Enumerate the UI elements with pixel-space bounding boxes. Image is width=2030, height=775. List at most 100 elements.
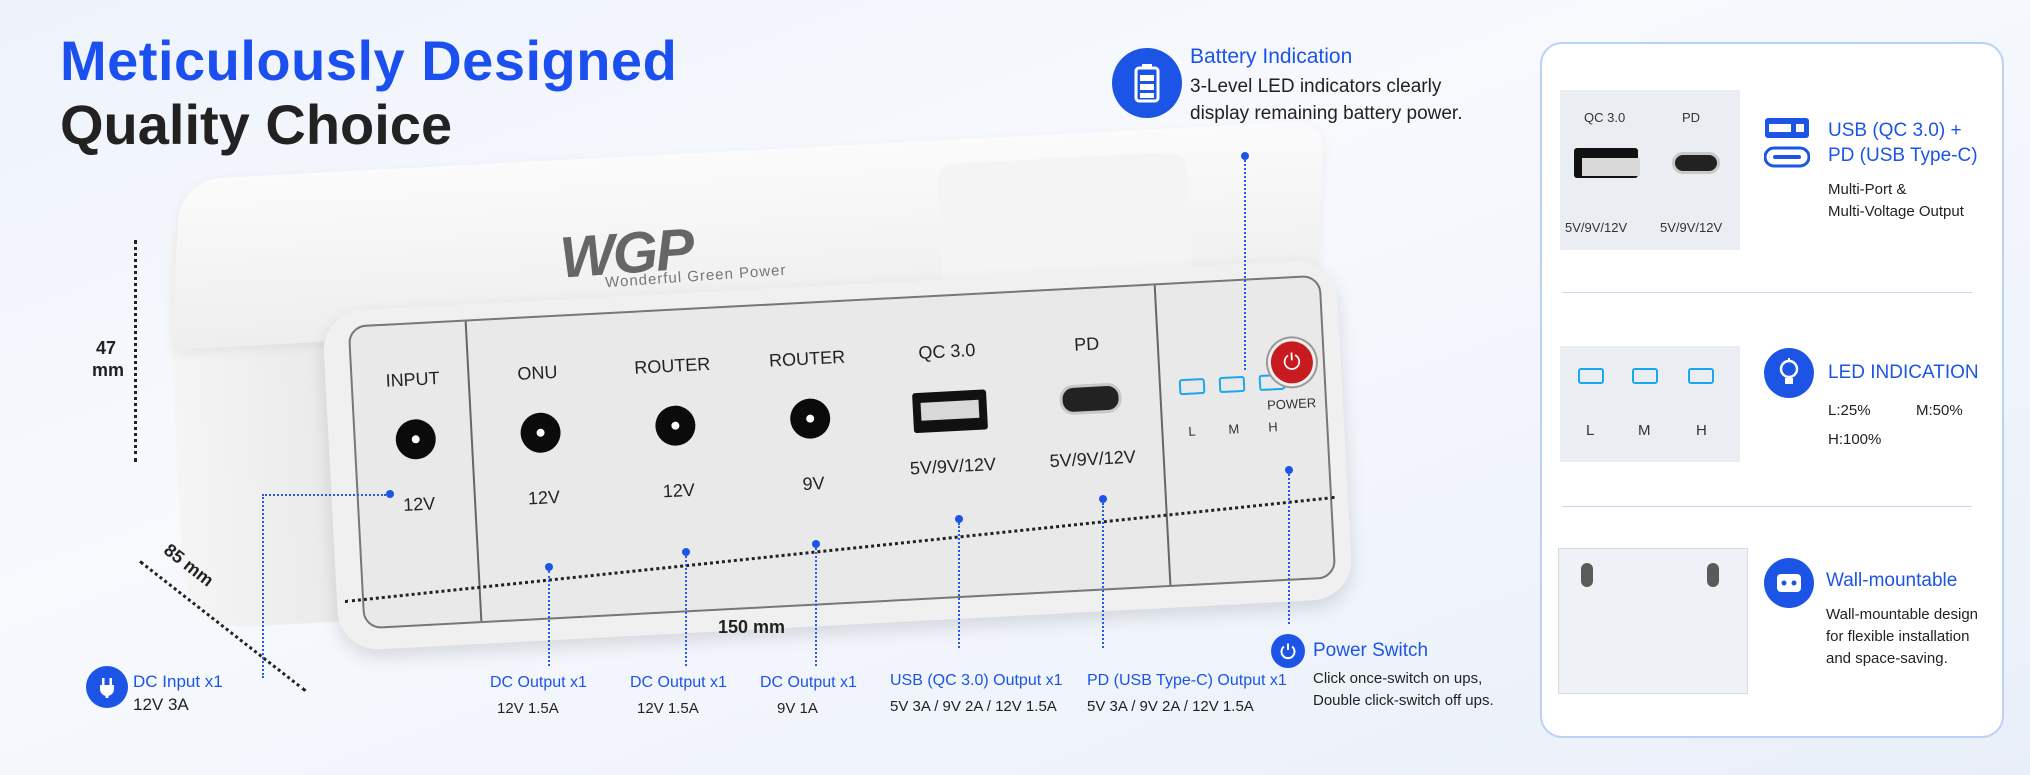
callout-dot bbox=[682, 548, 690, 556]
dc-input-jack bbox=[394, 418, 437, 461]
callout-dot bbox=[812, 540, 820, 548]
led-label-m: M bbox=[1227, 421, 1240, 437]
lightbulb-icon bbox=[1764, 348, 1814, 398]
height-dimension-line bbox=[134, 240, 137, 462]
feature-led-sub1b: M:50% bbox=[1916, 402, 1963, 419]
feature-card: QC 3.0 PD 5V/9V/12V 5V/9V/12V USB (QC 3.… bbox=[1540, 42, 2004, 738]
dc-input-leader-line bbox=[262, 494, 386, 496]
callout-dot bbox=[386, 490, 394, 498]
card-divider bbox=[1562, 292, 1972, 293]
dc-output-onu-title: DC Output x1 bbox=[490, 674, 587, 691]
led-mid-icon bbox=[1218, 375, 1246, 394]
usb-c-icon bbox=[1672, 152, 1720, 174]
dc-input-spec: 12V 3A bbox=[133, 695, 189, 714]
thumb-led-h: H bbox=[1696, 422, 1707, 439]
feature-usb-sub2: Multi-Voltage Output bbox=[1828, 203, 1964, 220]
thumb-qc3-label: QC 3.0 bbox=[1584, 110, 1626, 125]
feature-led-title: LED INDICATION bbox=[1828, 362, 1979, 383]
port-label-input: INPUT bbox=[385, 367, 441, 391]
headline-line2: Quality Choice bbox=[60, 93, 453, 156]
port-voltage-qc3: 5V/9V/12V bbox=[909, 453, 997, 479]
port-voltage-router-9v: 9V bbox=[802, 472, 826, 495]
led-mid-icon bbox=[1632, 368, 1658, 384]
power-switch-line2: Double click-switch off ups. bbox=[1313, 692, 1494, 709]
dc-output-router9-title: DC Output x1 bbox=[760, 674, 857, 691]
feature-usb-title1: USB (QC 3.0) + bbox=[1828, 120, 1962, 141]
feature-wall-sub1: Wall-mountable design bbox=[1826, 606, 1979, 623]
usb-a-icon bbox=[1574, 148, 1640, 178]
power-icon bbox=[1271, 634, 1305, 668]
battery-callout-title: Battery Indication bbox=[1190, 45, 1353, 68]
usb-a-port bbox=[912, 389, 989, 434]
battery-icon bbox=[1112, 48, 1182, 118]
thumb-led-m: M bbox=[1638, 422, 1651, 439]
feature-wall-sub3: and space-saving. bbox=[1826, 650, 1948, 667]
port-voltage-pd: 5V/9V/12V bbox=[1049, 446, 1137, 472]
width-value: 150 mm bbox=[718, 617, 786, 637]
router9-leader-line bbox=[815, 548, 817, 666]
port-label-qc3: QC 3.0 bbox=[917, 339, 976, 363]
ports-thumbnail: QC 3.0 PD 5V/9V/12V 5V/9V/12V bbox=[1560, 90, 1740, 250]
router12-leader-line bbox=[685, 556, 687, 666]
dc-output-jack-router-12v bbox=[654, 404, 697, 447]
callout-dot bbox=[955, 515, 963, 523]
led-label-h: H bbox=[1267, 419, 1279, 435]
mount-hole-icon bbox=[1707, 563, 1719, 587]
port-label-router-9v: ROUTER bbox=[768, 346, 846, 371]
dc-output-router12-spec: 12V 1.5A bbox=[637, 700, 699, 717]
battery-leader-line bbox=[1244, 160, 1246, 370]
feature-usb-title2: PD (USB Type-C) bbox=[1828, 145, 1978, 166]
height-value: 47 bbox=[96, 338, 117, 358]
led-low-icon bbox=[1578, 368, 1604, 384]
usb-qc3-output-title: USB (QC 3.0) Output x1 bbox=[890, 672, 1063, 689]
panel-divider bbox=[1153, 285, 1172, 586]
power-leader-line bbox=[1288, 474, 1290, 624]
thumb-led-l: L bbox=[1586, 422, 1595, 439]
callout-dot bbox=[1241, 152, 1249, 160]
port-voltage-router-12v: 12V bbox=[662, 479, 696, 502]
plug-icon bbox=[86, 666, 128, 708]
qc3-leader-line bbox=[958, 523, 960, 648]
headline-line1: Meticulously Designed bbox=[60, 29, 678, 92]
port-label-router-12v: ROUTER bbox=[633, 353, 711, 378]
height-unit: mm bbox=[92, 360, 125, 380]
feature-wall-title: Wall-mountable bbox=[1826, 570, 1958, 591]
battery-callout-line2: display remaining battery power. bbox=[1190, 103, 1463, 124]
power-switch-title: Power Switch bbox=[1313, 640, 1429, 661]
dc-input-title: DC Input x1 bbox=[133, 672, 223, 691]
thumb-pd-voltage: 5V/9V/12V bbox=[1660, 220, 1723, 235]
callout-dot bbox=[1099, 495, 1107, 503]
power-label: POWER bbox=[1266, 395, 1317, 413]
dc-output-jack-onu bbox=[519, 411, 562, 454]
led-low-icon bbox=[1178, 377, 1206, 396]
feature-wall-sub2: for flexible installation bbox=[1826, 628, 1970, 645]
port-voltage-onu: 12V bbox=[527, 486, 561, 509]
callout-dot bbox=[545, 563, 553, 571]
usb-qc3-output-spec: 5V 3A / 9V 2A / 12V 1.5A bbox=[890, 698, 1057, 715]
led-high-icon bbox=[1688, 368, 1714, 384]
wall-mount-icon bbox=[1764, 558, 1814, 608]
led-thumbnail: L M H bbox=[1560, 346, 1740, 462]
battery-callout-line1: 3-Level LED indicators clearly bbox=[1190, 76, 1442, 97]
wall-mount-thumbnail bbox=[1558, 548, 1748, 694]
pd-leader-line bbox=[1102, 503, 1104, 648]
callout-dot bbox=[1285, 466, 1293, 474]
dc-input-leader-line bbox=[262, 494, 264, 678]
feature-led-sub1: L:25% bbox=[1828, 402, 1871, 419]
thumb-qc3-voltage: 5V/9V/12V bbox=[1565, 220, 1628, 235]
dc-output-jack-router-9v bbox=[789, 397, 832, 440]
dc-output-router12-title: DC Output x1 bbox=[630, 674, 727, 691]
panel-divider bbox=[464, 321, 483, 622]
feature-usb-sub1: Multi-Port & bbox=[1828, 181, 1907, 198]
pd-output-spec: 5V 3A / 9V 2A / 12V 1.5A bbox=[1087, 698, 1254, 715]
dc-output-onu-spec: 12V 1.5A bbox=[497, 700, 559, 717]
port-label-pd: PD bbox=[1073, 333, 1100, 355]
card-divider bbox=[1562, 506, 1972, 507]
onu-leader-line bbox=[548, 571, 550, 666]
feature-led-sub2: H:100% bbox=[1828, 431, 1882, 448]
power-switch-line1: Click once-switch on ups, bbox=[1313, 670, 1483, 687]
port-label-onu: ONU bbox=[516, 361, 558, 384]
usb-ports-icon bbox=[1763, 116, 1811, 175]
led-label-l: L bbox=[1188, 423, 1197, 439]
usb-c-port bbox=[1058, 382, 1123, 416]
